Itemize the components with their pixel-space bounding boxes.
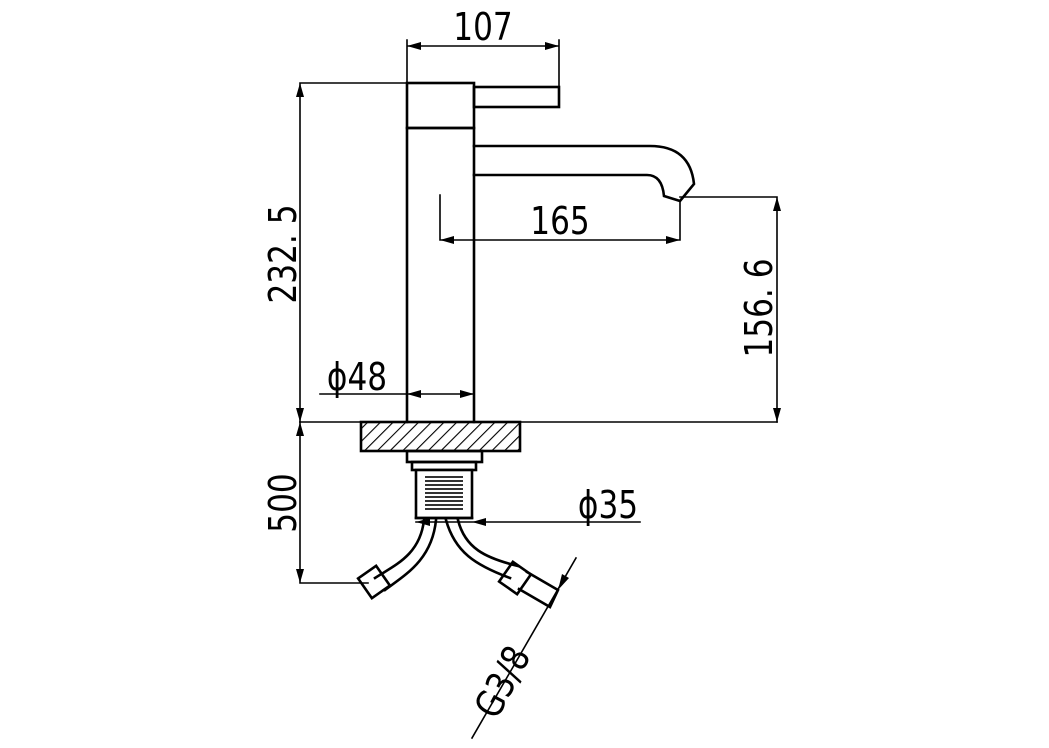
mounting-base — [359, 420, 522, 520]
dim-165-lines — [439, 194, 681, 241]
spout — [472, 144, 696, 203]
dimension-labels: 107 232. 5 165 156. 6 ϕ48 500 ϕ35 G3/8 — [262, 6, 782, 725]
dim-500-lines — [299, 421, 369, 584]
right-hose-end — [517, 570, 560, 609]
right-hose — [444, 518, 520, 580]
dim-156-lines — [679, 196, 778, 423]
dim-232-lines — [299, 82, 408, 423]
dim-107-lines — [406, 39, 560, 88]
label-body-diameter: ϕ48 — [327, 356, 387, 400]
dimension-lines — [296, 39, 781, 740]
countertop-section — [359, 420, 522, 453]
label-shank-diameter: ϕ35 — [578, 484, 638, 528]
label-spout-reach: 165 — [530, 200, 589, 244]
body-column — [405, 126, 476, 424]
faucet-body — [405, 81, 696, 424]
label-total-height: 232. 5 — [262, 204, 306, 303]
handle-cap — [405, 81, 476, 130]
label-hose-length: 500 — [262, 473, 306, 532]
shank-threads — [425, 474, 463, 510]
supply-hoses — [356, 518, 560, 609]
right-hose-fitting — [497, 560, 533, 596]
mount-washer — [405, 449, 484, 464]
left-hose-fitting — [356, 564, 392, 600]
label-handle-reach: 107 — [453, 6, 512, 50]
handle-lever — [472, 85, 561, 109]
label-spout-height: 156. 6 — [738, 258, 782, 357]
label-hose-thread: G3/8 — [467, 639, 540, 725]
